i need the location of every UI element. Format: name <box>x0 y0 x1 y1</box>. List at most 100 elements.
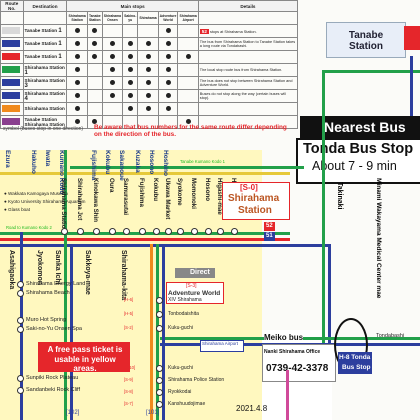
stop-mark-cell <box>137 50 159 64</box>
center-stop-code-5: [S-8] <box>124 389 133 394</box>
tonda-code: H-8 Tonda <box>339 354 371 361</box>
stop-mark-cell <box>122 102 139 116</box>
stop-header-4: Shirahama <box>137 11 159 25</box>
route-destination: Tanabe Station 1 <box>22 50 68 64</box>
stop-mark-cell <box>66 102 88 116</box>
detail-code: 52 <box>199 28 209 34</box>
shirahama-name1: Shirahama <box>228 193 280 204</box>
mid-stop-dot <box>77 228 84 235</box>
detail-text: Buses do not stop along the way (certain… <box>199 92 286 100</box>
meiko-box <box>262 344 336 382</box>
stop-dot <box>74 106 80 111</box>
stop-dot <box>109 93 115 98</box>
route-destination-text: Shirahama Station <box>24 90 65 96</box>
stop-dot <box>165 80 171 85</box>
stop-dot <box>127 41 133 46</box>
center-stop-name-6: Kanshuudojimae <box>168 401 206 407</box>
route-color-cell <box>0 37 24 51</box>
stop-dot <box>74 67 80 72</box>
stop-dot <box>74 54 80 59</box>
blue-stop-3: Saki-no-Yu Onsen Spa <box>26 326 82 332</box>
mid-stop-dot <box>109 228 116 235</box>
medical-center-label: Minami Wakayama Medical Center mae <box>375 178 382 299</box>
route-destination-text: Shirahama Station <box>24 64 65 70</box>
route-color-cell <box>0 63 24 77</box>
stop-mark-cell <box>122 89 139 103</box>
kodo-label-top: Tanabe Kumano Kodo 1 <box>180 159 225 164</box>
detail-text: The bus from Shirahama Station to Tanabe… <box>199 40 296 48</box>
stop-mark-cell <box>157 24 179 38</box>
stop-mark-cell <box>177 24 199 38</box>
center-stop-code-0: [H-6] <box>124 297 134 302</box>
direction-warning: Be aware that bus numbers for the same r… <box>94 124 287 139</box>
blue-stop-dot <box>17 281 24 288</box>
stop-dot <box>165 93 171 98</box>
stop-mark-cell <box>137 63 159 77</box>
stop-dot <box>165 54 171 59</box>
stop-mark-cell <box>137 102 159 116</box>
route-color-swatch <box>2 27 20 34</box>
col-main-stops: Main stops <box>66 0 199 12</box>
left-lower-4: Shirahama-kita <box>120 250 127 301</box>
vertical-stop-1: Hakuho <box>30 150 37 174</box>
bottom-num-102: [102] <box>66 410 80 416</box>
mid-stop-3: Oura <box>108 178 115 193</box>
route-green-top <box>322 70 420 73</box>
route-detail: The bus does not stop between Shirahama … <box>197 76 299 90</box>
stop-mark-cell <box>177 89 199 103</box>
bottom-left-dot <box>17 387 24 394</box>
stop-mark-cell <box>157 89 179 103</box>
mid-stop-dot <box>177 228 184 235</box>
route-count: 1 <box>58 41 62 47</box>
stop-dot <box>92 119 98 124</box>
stop-dot <box>74 93 80 98</box>
tonda-box <box>338 352 372 374</box>
takinaki-label: Takinaki <box>336 182 343 210</box>
stop-mark-cell <box>177 37 199 51</box>
stop-dot <box>109 41 115 46</box>
stop-dot <box>145 67 151 72</box>
center-stop-name-3: Kuku-guchi <box>168 365 194 371</box>
stop-mark-cell <box>177 63 199 77</box>
center-stop-code-1: [H-5] <box>124 311 134 316</box>
vertical-stop-8: Hosono <box>148 150 155 175</box>
vertical-stop-4: Fujishima <box>90 150 97 181</box>
adventure-world-box <box>166 282 224 304</box>
stop-header-0: Shirahama Station <box>66 11 88 25</box>
stop-mark-cell <box>157 50 179 64</box>
center-stop-dot <box>156 401 163 408</box>
stop-mark-cell <box>86 89 103 103</box>
route-detail: The local stop route bus from Shirahama … <box>197 63 299 77</box>
bottom-num-101: [101] <box>146 410 160 416</box>
route-destination-text: Tanabe Station <box>24 28 59 33</box>
route-badge-51: 51 <box>264 232 275 241</box>
stop-mark-cell <box>137 76 159 90</box>
stop-dot <box>145 41 151 46</box>
detail-text: stops at Shirahama Station. <box>208 29 257 34</box>
center-stop-dot <box>156 365 163 372</box>
stop-mark-cell <box>177 50 199 64</box>
vertical-stop-3: Kumano Kodo <box>58 150 65 195</box>
mid-stop-dot <box>191 228 198 235</box>
stop-dot <box>109 80 115 85</box>
nearest-stop-name: Tonda Bus Stop <box>303 141 414 157</box>
stop-mark-cell <box>122 24 139 38</box>
center-stop-code-6: [S-7] <box>124 401 133 406</box>
vertical-stop-2: Iwata <box>44 150 51 167</box>
stop-dot <box>165 67 171 72</box>
route-count: 1 <box>58 28 62 34</box>
route-color-swatch <box>2 105 20 112</box>
mid-stop-9: Momonoki <box>190 178 197 209</box>
route-color-swatch <box>2 79 20 86</box>
mid-stop-dot <box>217 228 224 235</box>
blank-cell <box>0 11 24 25</box>
vertical-stop-0: Ezura <box>4 150 11 168</box>
vertical-stop-6: Sakanoue <box>118 150 125 181</box>
center-stop-dot <box>156 311 163 318</box>
route-detail <box>197 102 299 116</box>
route-destination-text: Shirahama Station <box>24 77 65 83</box>
route-color-swatch <box>2 118 20 125</box>
center-stop-dot <box>156 297 163 304</box>
blue-stop-dot <box>17 326 24 333</box>
bottom-left-stop-0: Sunpiki Rock Plateau <box>26 375 79 381</box>
